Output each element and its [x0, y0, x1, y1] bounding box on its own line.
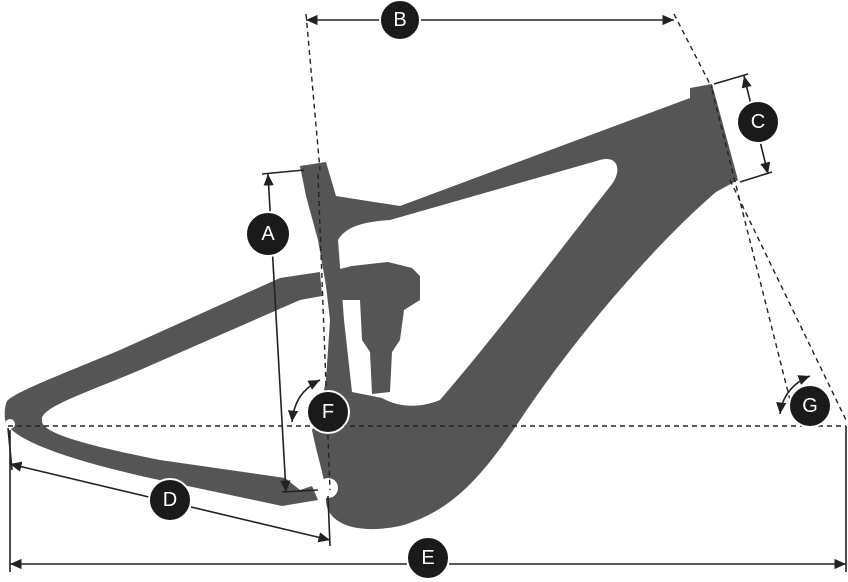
badge-g: G: [788, 384, 832, 428]
dim-b-extension-left: [305, 13, 321, 171]
badge-f: F: [306, 390, 350, 434]
seat-axis-dash: [317, 173, 331, 491]
badge-e: E: [406, 536, 450, 580]
badge-e-label: E: [421, 547, 434, 569]
rear-triangle: [4, 272, 323, 506]
frame-cutout: [338, 159, 618, 406]
badge-c-label: C: [751, 111, 765, 133]
dim-a-tick-top: [261, 169, 305, 175]
badge-d: D: [148, 478, 192, 522]
badge-b: B: [379, 0, 421, 41]
badge-b-label: B: [393, 9, 406, 31]
main-frame: [300, 84, 738, 530]
dim-c-tick-top: [713, 73, 749, 85]
rear-axle: [5, 419, 15, 429]
dim-c-tick-bottom: [739, 171, 773, 183]
badge-c: C: [736, 100, 780, 144]
badge-f-label: F: [322, 401, 334, 423]
dim-b-extension-right: [673, 13, 713, 89]
badge-d-label: D: [163, 489, 177, 511]
steering-axis-line-2: [729, 179, 847, 421]
dim-d-tick-right: [327, 495, 331, 547]
badge-a-label: A: [261, 223, 275, 245]
dim-f-arc: [287, 379, 321, 423]
badge-g-label: G: [802, 395, 818, 417]
bottom-bracket: [318, 478, 338, 498]
rear-shock: [328, 262, 420, 394]
badge-a: A: [245, 211, 291, 257]
dim-g-arc: [776, 375, 811, 415]
